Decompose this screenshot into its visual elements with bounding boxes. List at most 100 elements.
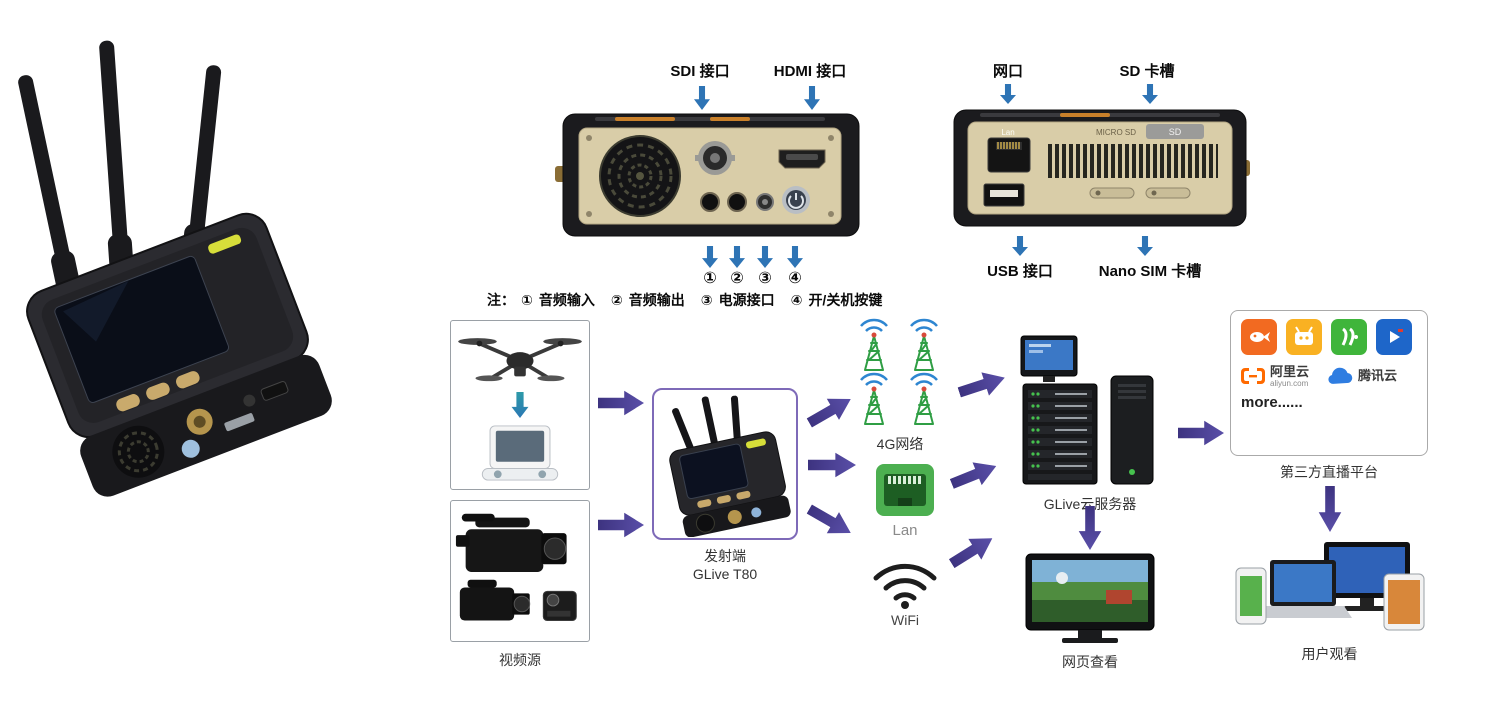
nano-sim-label: Nano SIM 卡槽	[1098, 263, 1202, 280]
server-label: GLive云服务器	[1043, 496, 1137, 512]
transmitter-box	[652, 388, 798, 540]
back-panel-view: Lan MICRO SD SD	[950, 104, 1250, 232]
fan-grille	[599, 135, 681, 217]
platform-logo-green-icon	[1331, 319, 1367, 355]
sdi-port-label: SDI 接口	[670, 63, 730, 80]
aliyun-brand: 阿里云 aliyun.com	[1241, 365, 1309, 388]
callout-2-arrow-icon	[729, 246, 745, 268]
back-panel-illustration: Lan MICRO SD SD	[953, 109, 1250, 227]
user-devices-graphic	[1232, 538, 1427, 638]
transmitter-label-line2: GLive T80	[692, 566, 758, 582]
tencent-cloud-name: 腾讯云	[1358, 368, 1398, 384]
device-screen	[54, 255, 230, 403]
platform-logo-live-icon	[1376, 319, 1412, 355]
vent-grille	[1046, 144, 1218, 178]
note-label-4: 开/关机按键	[808, 292, 883, 308]
sd-callout-arrow-icon	[1142, 84, 1158, 104]
device-body	[26, 212, 332, 497]
micro-sd-text: MICRO SD	[1096, 128, 1136, 137]
note-label-3: 电源接口	[718, 292, 775, 308]
product-photo	[5, 12, 365, 497]
audio-out-jack	[727, 192, 747, 212]
sd-slot	[224, 413, 255, 432]
note-num-4: ④	[790, 292, 803, 308]
callout-4-arrow-icon	[787, 246, 803, 268]
note-num-2: ②	[610, 292, 623, 308]
4g-network-label: 4G网络	[876, 436, 924, 452]
wifi-to-server-arrow-icon	[945, 527, 999, 574]
sim-callout-arrow-icon	[1137, 236, 1153, 256]
callout-1-arrow-icon	[702, 246, 718, 268]
ethernet-icon	[876, 464, 934, 516]
sim-slot-2	[1145, 187, 1191, 199]
sd-card-slot: SD	[1146, 124, 1204, 139]
platform-box: 阿里云 aliyun.com 腾讯云 more......	[1230, 310, 1428, 456]
callout-3-arrow-icon	[757, 246, 773, 268]
transmitter-label-line1: 发射端	[704, 548, 746, 564]
power-button	[782, 186, 810, 214]
camera-to-transmitter-arrow-icon	[598, 512, 644, 538]
4g-towers-icon	[859, 318, 939, 426]
wifi-icon	[873, 563, 937, 609]
camera-source-box	[450, 500, 590, 642]
platform-logo-huya-icon	[1286, 319, 1322, 355]
lan-callout-arrow-icon	[1000, 84, 1016, 104]
server-to-platform-arrow-icon	[1178, 420, 1224, 446]
hdmi-callout-arrow-icon	[804, 86, 820, 110]
tencent-cloud-brand: 腾讯云	[1327, 367, 1397, 385]
more-platforms-text: more......	[1241, 393, 1303, 411]
remote-controller-icon	[481, 425, 559, 481]
callout-4: ④	[788, 270, 802, 287]
audio-in-jack	[700, 192, 720, 212]
cloud-server-graphic	[1015, 332, 1165, 490]
note-num-3: ③	[700, 292, 713, 308]
aliyun-logo-icon	[1241, 368, 1265, 385]
tv-icon	[1025, 553, 1155, 643]
callout-1: ①	[703, 270, 717, 287]
transmitter-mini-icon	[669, 395, 791, 537]
web-view-tv-graphic	[1022, 552, 1158, 648]
sdi-callout-arrow-icon	[694, 86, 710, 110]
transmitter-to-wifi-arrow-icon	[803, 498, 858, 545]
video-source-label: 视频源	[499, 652, 541, 668]
cloud-brand-row: 阿里云 aliyun.com 腾讯云	[1241, 365, 1417, 388]
power-button	[181, 439, 200, 458]
server-rack-icon	[1020, 335, 1154, 485]
third-party-platform-label: 第三方直播平台	[1280, 464, 1378, 480]
sim-slot-1	[1089, 187, 1135, 199]
menu-button	[116, 394, 140, 412]
aliyun-domain: aliyun.com	[1270, 378, 1309, 388]
dc-power-jack	[756, 193, 774, 211]
wifi-label: WiFi	[891, 612, 919, 628]
video-cameras-icon	[455, 513, 577, 621]
aliyun-name: 阿里云	[1270, 364, 1310, 379]
lan-label: Lan	[892, 522, 918, 539]
note-prefix: 注：	[487, 292, 515, 308]
front-panel-view	[555, 108, 865, 242]
menu-button	[176, 371, 200, 389]
hdmi-port	[260, 381, 289, 401]
4g-to-server-arrow-icon	[955, 365, 1009, 405]
sdi-connector	[695, 141, 735, 175]
front-panel-illustration	[555, 113, 860, 237]
drone-to-controller-arrow-icon	[511, 392, 529, 418]
callout-3: ③	[758, 270, 772, 287]
lan-port-text: Lan	[1001, 128, 1014, 137]
note-num-1: ①	[521, 292, 533, 308]
callout-2: ②	[730, 270, 744, 287]
platform-to-users-arrow-icon	[1318, 486, 1342, 532]
web-view-label: 网页查看	[1062, 654, 1118, 670]
hdmi-port-label: HDMI 接口	[773, 63, 847, 80]
transmitter-to-lan-arrow-icon	[808, 452, 856, 478]
drone-icon	[458, 338, 582, 382]
drone-to-transmitter-arrow-icon	[598, 390, 644, 416]
tencent-cloud-logo-icon	[1328, 368, 1353, 385]
drone-source-box	[450, 320, 590, 490]
sd-slot-text: SD	[1169, 127, 1182, 137]
wifi-graphic	[868, 556, 942, 610]
lan-port-graphic	[874, 462, 936, 518]
yellow-indicator	[208, 234, 242, 254]
menu-button	[146, 382, 170, 400]
